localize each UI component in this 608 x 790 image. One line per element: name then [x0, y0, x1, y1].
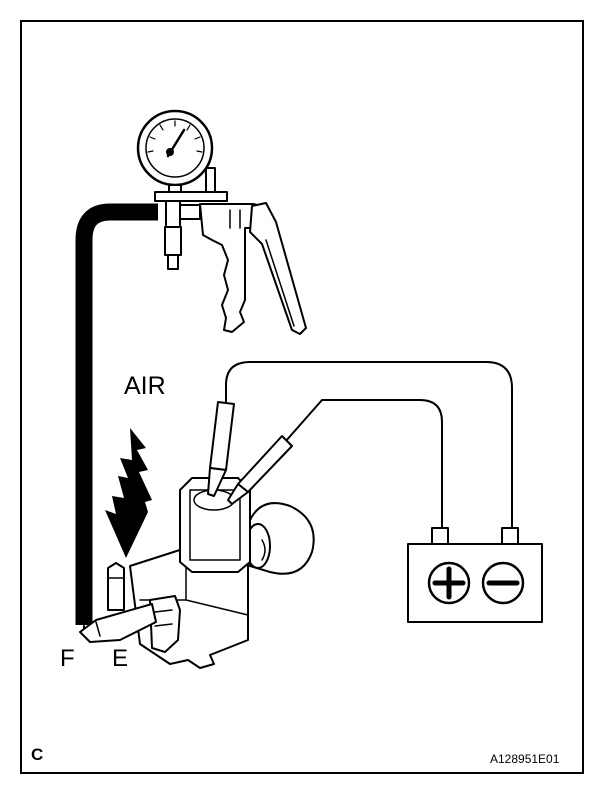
corner-label: C	[31, 745, 44, 764]
battery	[407, 527, 543, 623]
vacuum-hose	[75, 203, 158, 625]
air-label: AIR	[124, 372, 166, 400]
figure-border	[20, 20, 584, 774]
vacuum-pump	[154, 167, 307, 335]
port-f-label: F	[60, 645, 75, 672]
vacuum-gauge	[136, 109, 214, 194]
test-leads	[207, 361, 513, 529]
port-e-nipple	[107, 562, 125, 611]
figure-id: A128951E01	[490, 752, 560, 766]
air-arrow	[105, 428, 152, 558]
port-e-label: E	[112, 645, 129, 672]
